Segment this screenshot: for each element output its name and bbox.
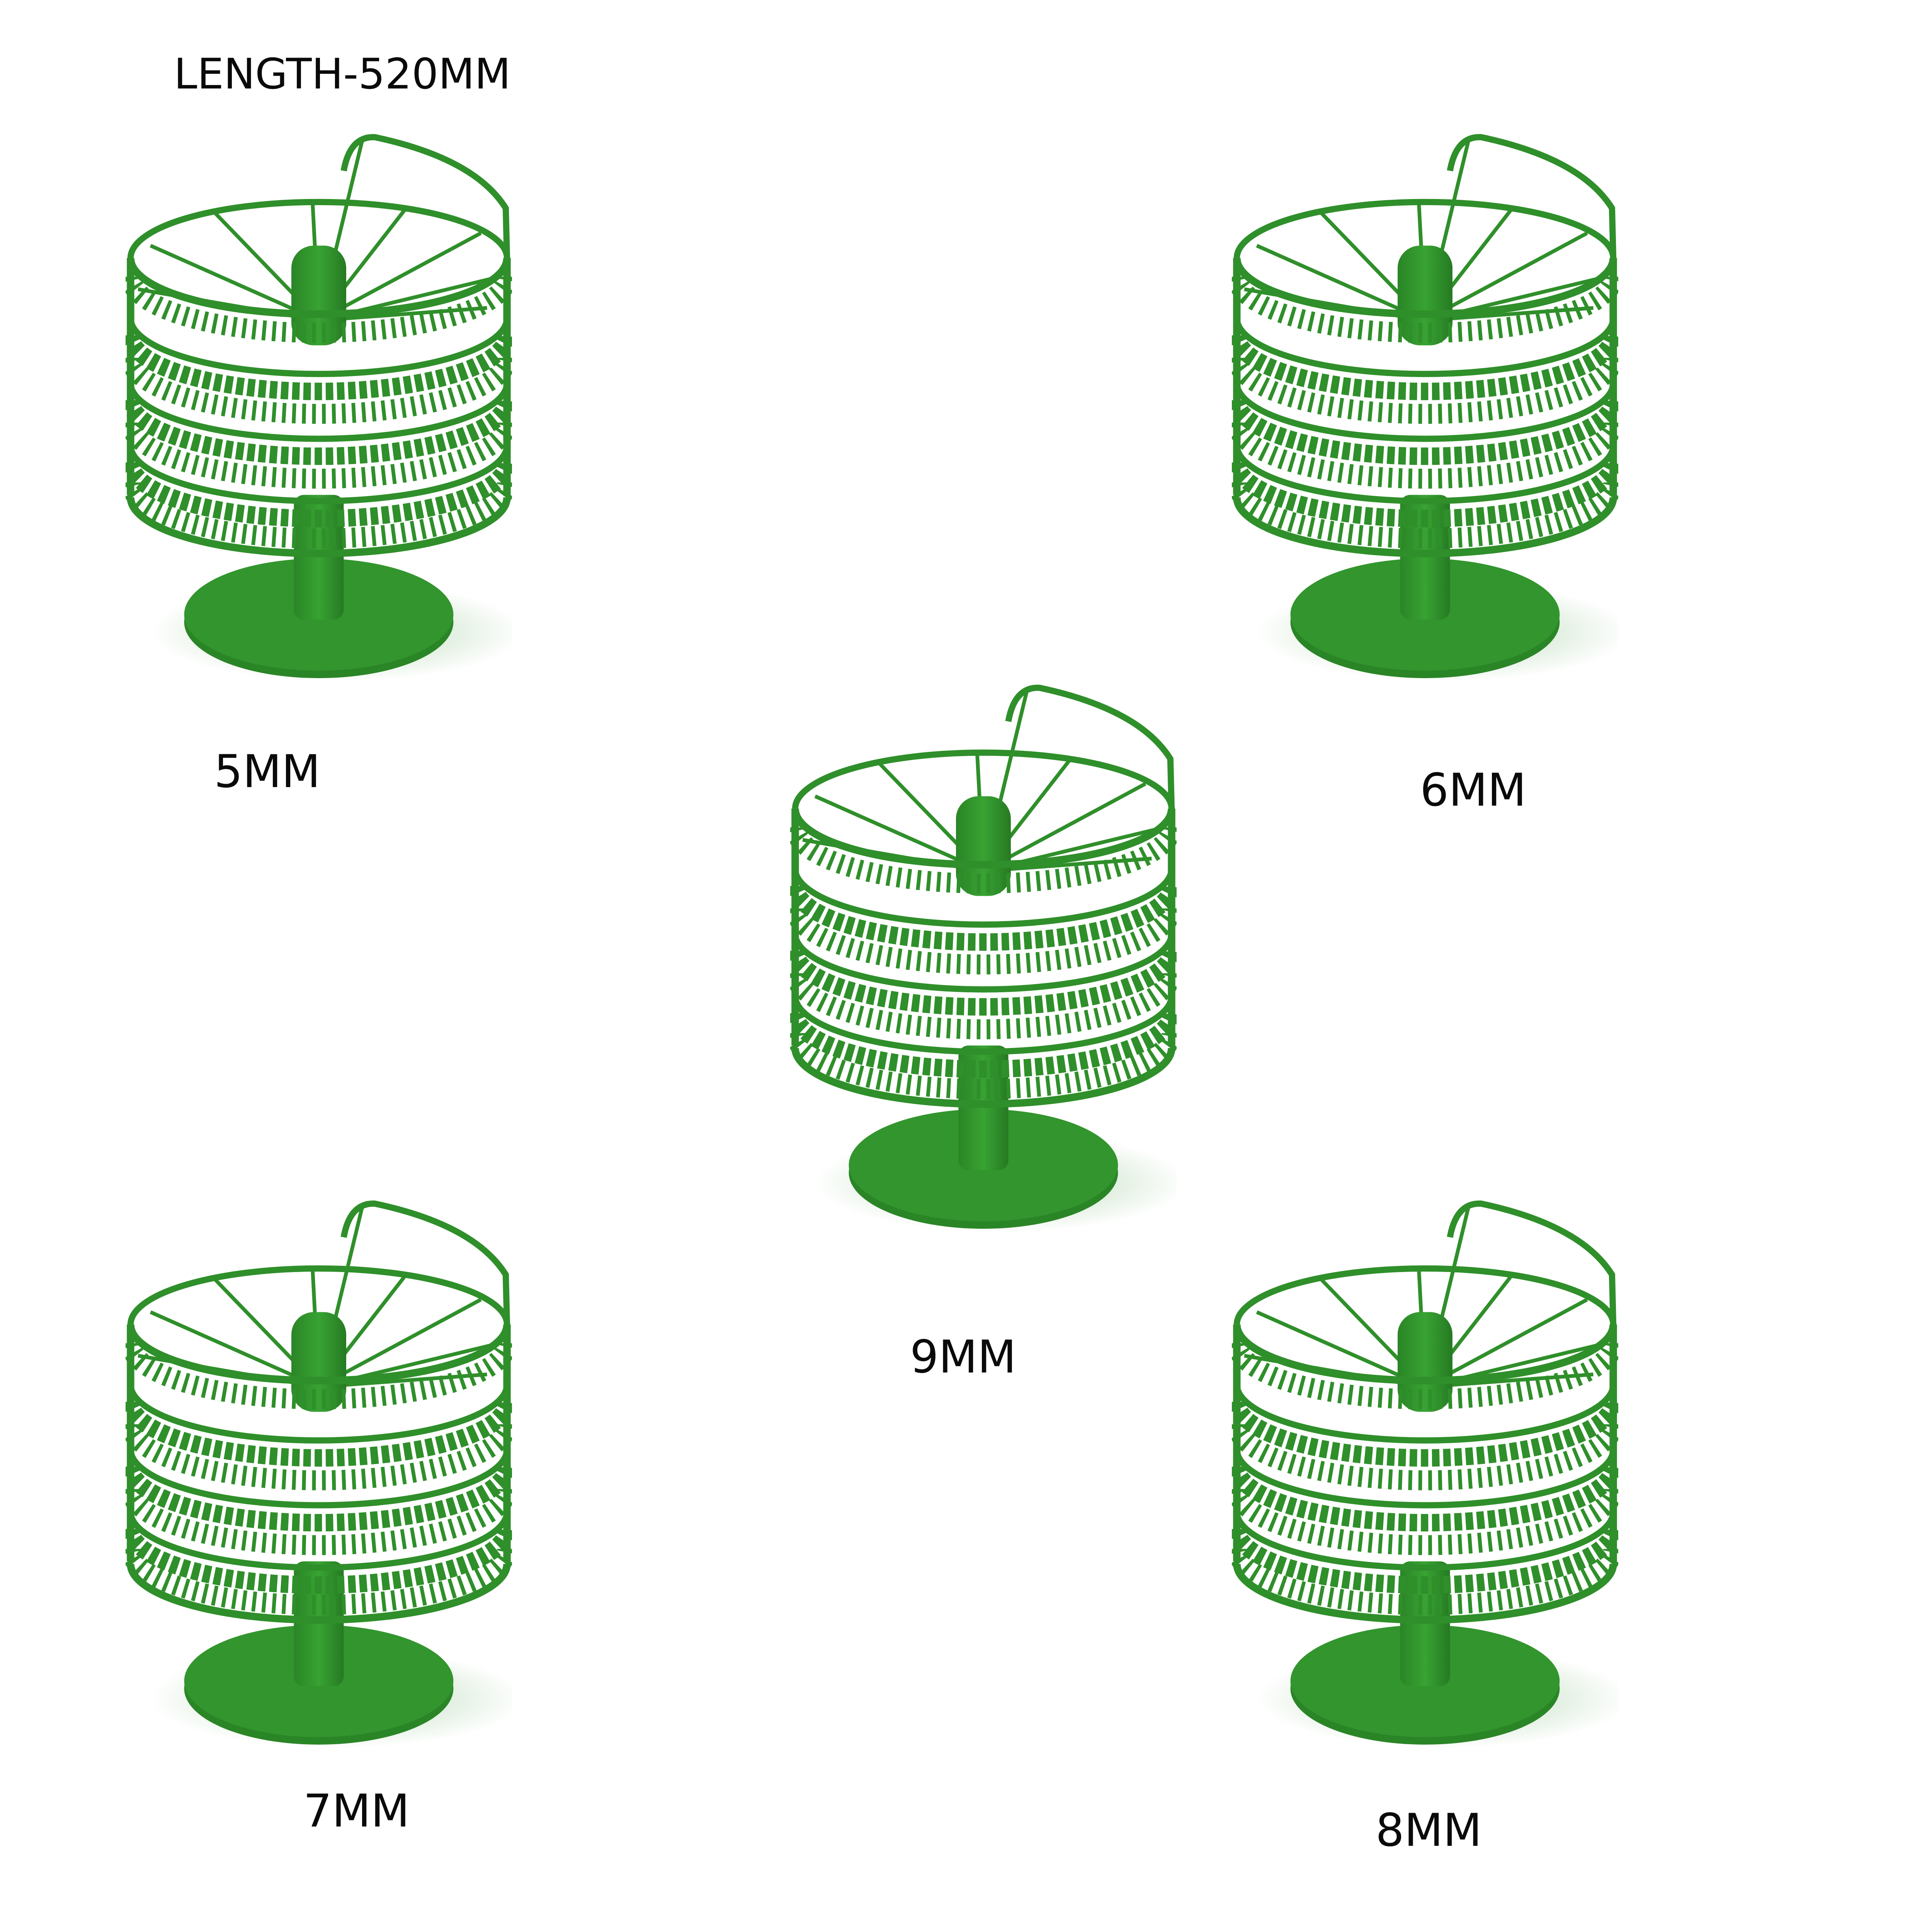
size-label-7mm: 7MM bbox=[303, 1785, 410, 1837]
length-title: LENGTH-520MM bbox=[174, 49, 511, 99]
product-image-6mm bbox=[1232, 133, 1618, 682]
product-image-9mm bbox=[790, 684, 1177, 1233]
size-label-6mm: 6MM bbox=[1420, 764, 1527, 816]
size-label-8mm: 8MM bbox=[1376, 1804, 1482, 1857]
product-image-7mm bbox=[126, 1200, 512, 1748]
product-image-8mm bbox=[1232, 1200, 1618, 1748]
size-label-9mm: 9MM bbox=[910, 1331, 1017, 1383]
product-image-5mm bbox=[126, 133, 512, 682]
size-label-5mm: 5MM bbox=[214, 746, 321, 798]
product-sheet: LENGTH-520MM 5MM 6MM 9MM 7MM 8MM bbox=[126, 49, 1618, 1857]
